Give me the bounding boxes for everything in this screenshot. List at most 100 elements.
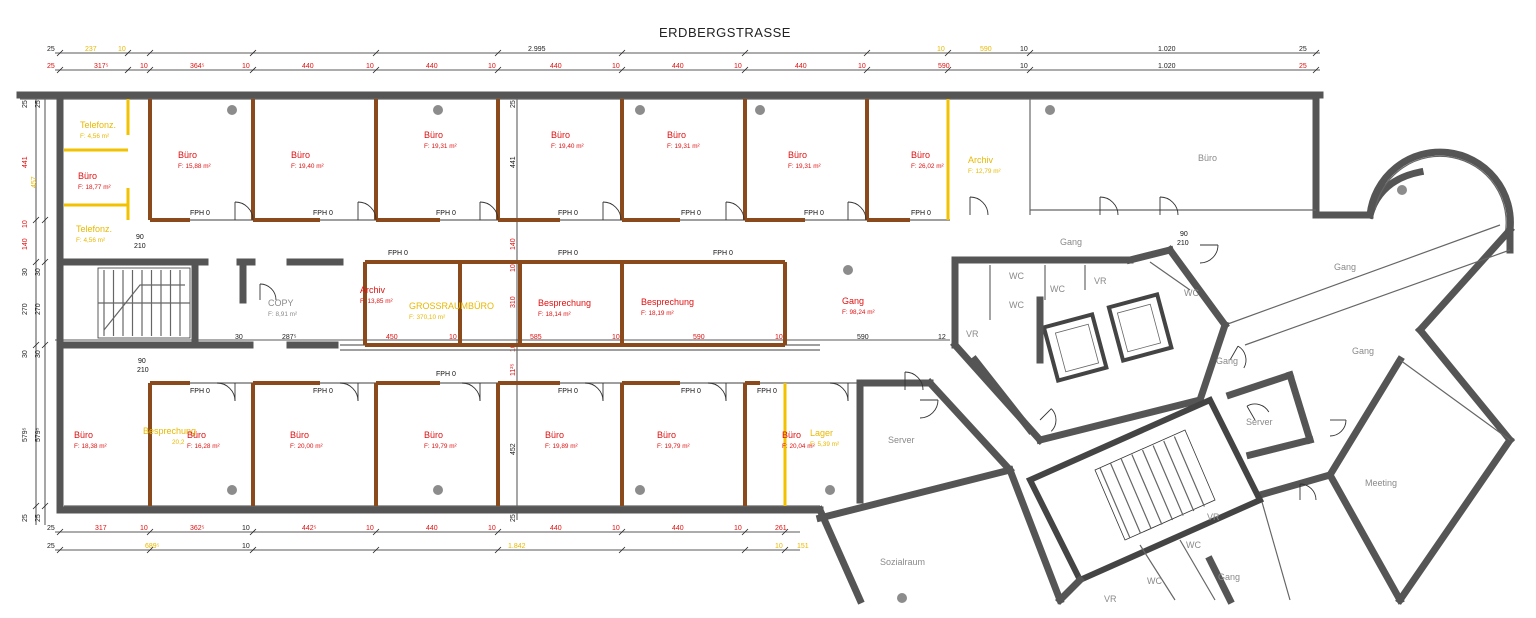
- dim-top2-9: 440: [550, 63, 562, 70]
- dim-top2-12: 10: [734, 63, 742, 70]
- door-swing: [919, 399, 939, 419]
- column-marker: [1045, 105, 1055, 115]
- room-area: F: 19,79 m²: [657, 443, 690, 450]
- room-area: F: 13,85 m²: [360, 298, 393, 305]
- dim-top1-3: 2.995: [528, 46, 546, 53]
- stair-tread: [1173, 436, 1205, 507]
- dim-iv-6: 11²⁵: [510, 363, 517, 376]
- door-swing: [479, 201, 499, 221]
- dim-left-6: 270: [22, 303, 29, 315]
- room-name: VR: [966, 329, 979, 339]
- room-name: Gang: [1060, 237, 1082, 247]
- door-swing: [259, 283, 277, 301]
- room-name: Büro: [424, 430, 443, 440]
- stair-tread: [1120, 458, 1152, 530]
- west-wing-walls: [16, 91, 1374, 514]
- fph-label: FPH 0: [190, 388, 210, 395]
- fph-label: FPH 0: [558, 250, 578, 257]
- room-area: F: 16,28 m²: [187, 443, 220, 450]
- room-area: F: 19,40 m²: [551, 143, 584, 150]
- fph-label: FPH 0: [681, 388, 701, 395]
- door-swing: [1329, 419, 1347, 437]
- dim-mid-8: 590: [857, 334, 869, 341]
- room-meeting: Meeting: [1365, 478, 1397, 488]
- room-buero-t8: Büro: [1198, 153, 1217, 163]
- door-swing: [461, 382, 481, 402]
- dim-mid-3: 10: [449, 334, 457, 341]
- dim-top2-5: 440: [302, 63, 314, 70]
- room-name: VR: [1104, 594, 1117, 604]
- room-name: Büro: [551, 130, 570, 140]
- fph-label: FPH 0: [388, 250, 408, 257]
- room-name: Büro: [788, 150, 807, 160]
- stair-tread: [1152, 445, 1184, 516]
- room-name: Gang: [842, 296, 864, 306]
- dim-top1-7: 1.020: [1158, 46, 1176, 53]
- dim-bot1-4: 10: [242, 525, 250, 532]
- room-name: Büro: [911, 150, 930, 160]
- dim-bot1-7: 440: [426, 525, 438, 532]
- dim-bot2-1: 689⁵: [145, 543, 160, 550]
- room-name: WC: [1009, 300, 1024, 310]
- door-swing: [234, 201, 254, 221]
- door-swing: [1299, 483, 1317, 501]
- dim-bot1-9: 440: [550, 525, 562, 532]
- dim-mid-0: 30: [235, 334, 243, 341]
- dimension-lines: [32, 49, 1320, 554]
- east-wing: [815, 148, 1515, 605]
- room-buero-t4: Büro F: 19,40 m²: [551, 130, 584, 150]
- room-wc-2: WC: [1009, 300, 1024, 310]
- door-height-label: 210: [1177, 240, 1189, 247]
- room-area: F: 18,77 m²: [78, 184, 111, 191]
- room-name: WC: [1184, 288, 1199, 298]
- room-wc-4: WC: [1184, 288, 1199, 298]
- dim-top2-3: 364⁵: [190, 63, 205, 70]
- dim-lefti-1: 30: [35, 268, 42, 276]
- column-marker: [227, 105, 237, 115]
- door-labels: FPH 0 FPH 0 FPH 0 FPH 0 FPH 0 FPH 0 FPH …: [134, 210, 1189, 395]
- dim-mid-7: 10: [775, 334, 783, 341]
- dim-bot1-3: 362⁵: [190, 525, 205, 532]
- fph-label: FPH 0: [757, 388, 777, 395]
- dim-bot1-11: 440: [672, 525, 684, 532]
- dim-bot2-0: 25: [47, 543, 55, 550]
- dim-left-0: 25: [22, 100, 29, 108]
- room-name: WC: [1009, 271, 1024, 281]
- fph-label: FPH 0: [911, 210, 931, 217]
- room-area: F: 4,56 m²: [76, 237, 105, 244]
- room-vr-1: VR: [966, 329, 979, 339]
- room-area: F: 20,00 m²: [290, 443, 323, 450]
- door-swing: [904, 371, 924, 391]
- dim-top1-4: 10: [937, 46, 945, 53]
- room-area: F: 19,31 m²: [788, 163, 821, 170]
- fph-label: FPH 0: [558, 210, 578, 217]
- dim-top2-15: 590: [938, 63, 950, 70]
- door-swing: [829, 382, 849, 402]
- room-gang-4: Gang: [1352, 346, 1374, 356]
- dim-left-3: 10: [22, 220, 29, 228]
- room-name: Server: [1246, 417, 1273, 427]
- fph-label: FPH 0: [713, 250, 733, 257]
- dim-top2-10: 10: [612, 63, 620, 70]
- room-area: 20,2: [172, 439, 185, 446]
- dim-top2-1: 317⁵: [94, 63, 109, 70]
- dimension-labels: 25 237 10 2.995 10 590 10 1.020 25 25 31…: [22, 46, 1307, 550]
- door-width-label: 90: [1180, 231, 1188, 238]
- dim-bot1-12: 10: [734, 525, 742, 532]
- room-name: VR: [1094, 276, 1107, 286]
- door-swing: [1246, 403, 1270, 421]
- dim-bot1-13: 261: [775, 525, 787, 532]
- column-marker: [433, 105, 443, 115]
- room-name: Büro: [290, 430, 309, 440]
- dim-top2-4: 10: [242, 63, 250, 70]
- room-area: F: 370,10 m²: [409, 314, 445, 321]
- room-name: Büro: [657, 430, 676, 440]
- room-area: F: 4,56 m²: [80, 133, 109, 140]
- door-width-label: 90: [138, 358, 146, 365]
- column-marker: [897, 593, 907, 603]
